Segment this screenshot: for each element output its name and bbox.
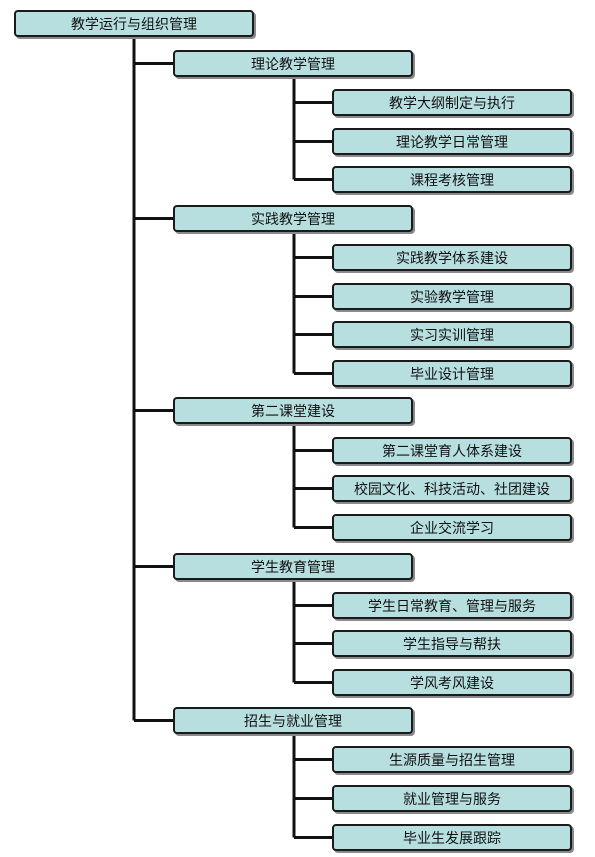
- leaf-node: 实习实训管理: [332, 321, 572, 348]
- category-node-student-education: 学生教育管理: [173, 553, 413, 580]
- leaf-node: 理论教学日常管理: [332, 128, 572, 155]
- leaf-node: 实践教学体系建设: [332, 244, 572, 271]
- leaf-node: 毕业生发展跟踪: [332, 824, 572, 851]
- leaf-node: 生源质量与招生管理: [332, 746, 572, 773]
- leaf-node: 毕业设计管理: [332, 360, 572, 387]
- category-node-second-classroom: 第二课堂建设: [173, 397, 413, 424]
- leaf-node: 学风考风建设: [332, 669, 572, 696]
- leaf-node: 第二课堂育人体系建设: [332, 437, 572, 464]
- leaf-node: 学生日常教育、管理与服务: [332, 592, 572, 619]
- leaf-node: 教学大纲制定与执行: [332, 89, 572, 116]
- category-node-theory: 理论教学管理: [173, 50, 413, 77]
- category-node-practice: 实践教学管理: [173, 205, 413, 232]
- leaf-node: 校园文化、科技活动、社团建设: [332, 475, 572, 502]
- leaf-node: 就业管理与服务: [332, 785, 572, 812]
- leaf-node: 企业交流学习: [332, 514, 572, 541]
- category-node-enrollment-employment: 招生与就业管理: [173, 707, 413, 734]
- root-node: 教学运行与组织管理: [14, 10, 254, 37]
- leaf-node: 实验教学管理: [332, 283, 572, 310]
- leaf-node: 学生指导与帮扶: [332, 630, 572, 657]
- leaf-node: 课程考核管理: [332, 166, 572, 193]
